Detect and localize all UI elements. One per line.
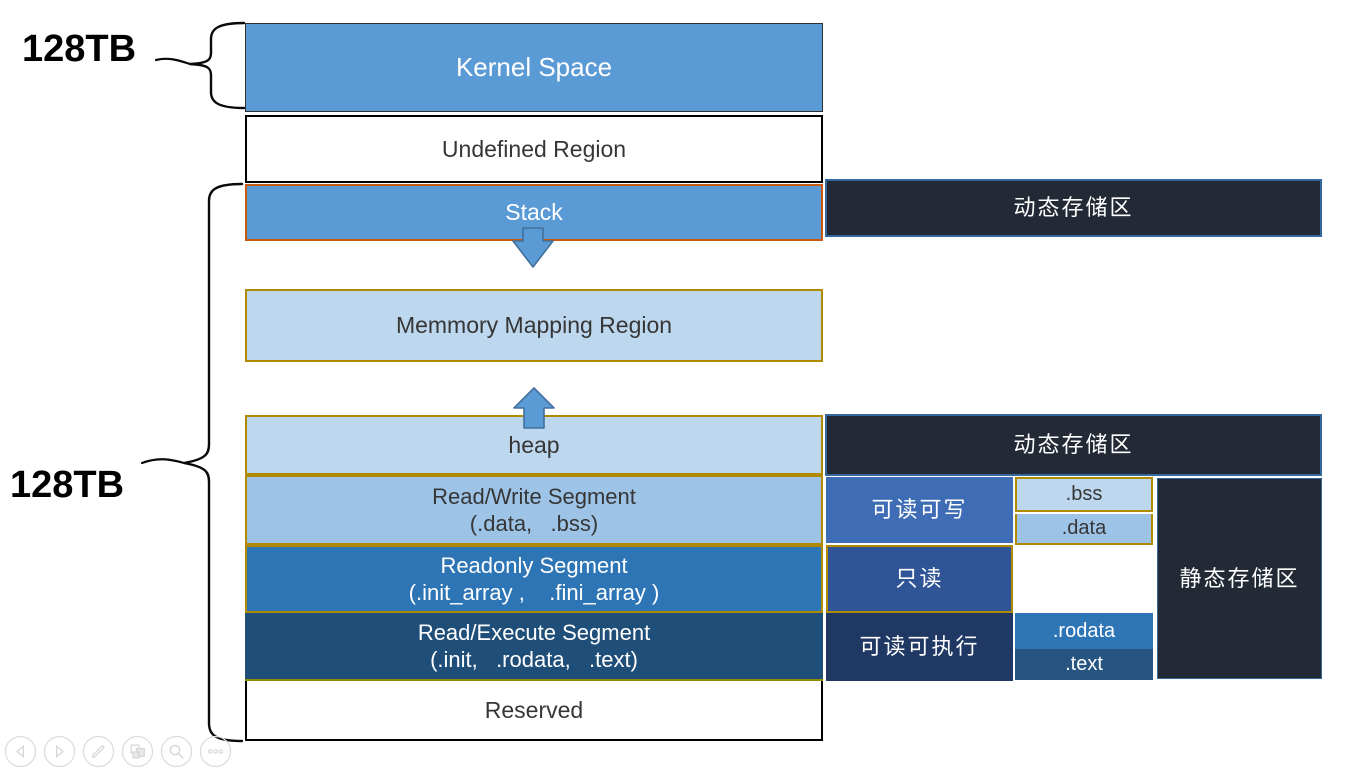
permission-readonly-label: 只读: [895, 566, 944, 592]
permission-read-write-box: 可读可写: [826, 477, 1013, 543]
section-rodata-label: .rodata: [1052, 619, 1116, 642]
permission-readonly-box: 只读: [826, 545, 1013, 613]
static-storage-label: 静态存储区: [1179, 565, 1300, 591]
dynamic-storage-stack-box: 动态存储区: [825, 179, 1322, 237]
next-slide-button[interactable]: [43, 735, 76, 768]
kernel-space-box: Kernel Space: [245, 23, 823, 112]
memory-mapping-region-label: Memmory Mapping Region: [395, 312, 673, 339]
stack-label: Stack: [505, 199, 563, 226]
presentation-toolbar: [4, 735, 232, 768]
dynamic-storage-heap-box: 动态存储区: [825, 414, 1322, 476]
read-execute-segment-box: Read/Execute Segment (.init, .rodata, .t…: [245, 613, 823, 681]
read-execute-segment-title: Read/Execute Segment: [417, 619, 651, 645]
next-slide-icon: [43, 735, 76, 768]
readonly-segment-sections: (.init_array , .fini_array ): [408, 580, 660, 605]
static-storage-box: 静态存储区: [1157, 478, 1322, 679]
userspace-brace-connector: [140, 458, 186, 465]
stack-box: Stack: [245, 184, 823, 241]
undefined-region-box: Undefined Region: [245, 115, 823, 183]
section-bss-label: .bss: [1065, 483, 1103, 505]
reserved-box: Reserved: [245, 681, 823, 741]
more-options-button[interactable]: [199, 735, 232, 768]
size-label-userspace: 128TB: [10, 464, 125, 506]
section-text-label: .text: [1065, 653, 1103, 675]
read-write-segment-box: Read/Write Segment (.data, .bss): [245, 475, 823, 545]
userspace-brace: [183, 182, 244, 743]
heap-box: heap: [245, 415, 823, 475]
memory-mapping-region-box: Memmory Mapping Region: [245, 289, 823, 362]
dynamic-storage-heap-label: 动态存储区: [1013, 432, 1134, 458]
section-text-box: .text: [1015, 649, 1153, 680]
slide-menu-icon: [121, 735, 154, 768]
read-write-segment-title: Read/Write Segment: [432, 483, 636, 509]
section-rodata-box: .rodata: [1015, 613, 1153, 649]
kernel-brace-connector: [154, 57, 192, 66]
section-data-box: .data: [1015, 514, 1153, 545]
permission-read-write-label: 可读可写: [871, 497, 968, 523]
kernel-brace: [189, 21, 246, 110]
previous-slide-icon: [4, 735, 37, 768]
heap-label: heap: [508, 431, 560, 458]
section-bss-box: .bss: [1015, 477, 1153, 512]
more-options-icon: [199, 735, 232, 768]
annotate-pen-button[interactable]: [82, 735, 115, 768]
reserved-label: Reserved: [484, 696, 584, 723]
kernel-space-label: Kernel Space: [455, 52, 613, 83]
annotate-pen-icon: [82, 735, 115, 768]
zoom-magnifier-icon: [160, 735, 193, 768]
size-label-kernel: 128TB: [22, 28, 137, 70]
zoom-magnifier-button[interactable]: [160, 735, 193, 768]
readonly-segment-box: Readonly Segment (.init_array , .fini_ar…: [245, 545, 823, 613]
undefined-region-label: Undefined Region: [441, 135, 627, 162]
previous-slide-button[interactable]: [4, 735, 37, 768]
section-data-label: .data: [1061, 517, 1107, 539]
permission-read-execute-label: 可读可执行: [859, 634, 980, 660]
readonly-segment-title: Readonly Segment: [440, 552, 628, 578]
slide-menu-button[interactable]: [121, 735, 154, 768]
dynamic-storage-stack-label: 动态存储区: [1013, 195, 1134, 221]
read-write-segment-sections: (.data, .bss): [469, 511, 599, 536]
permission-read-execute-box: 可读可执行: [826, 613, 1013, 681]
read-execute-segment-sections: (.init, .rodata, .text): [430, 647, 638, 672]
